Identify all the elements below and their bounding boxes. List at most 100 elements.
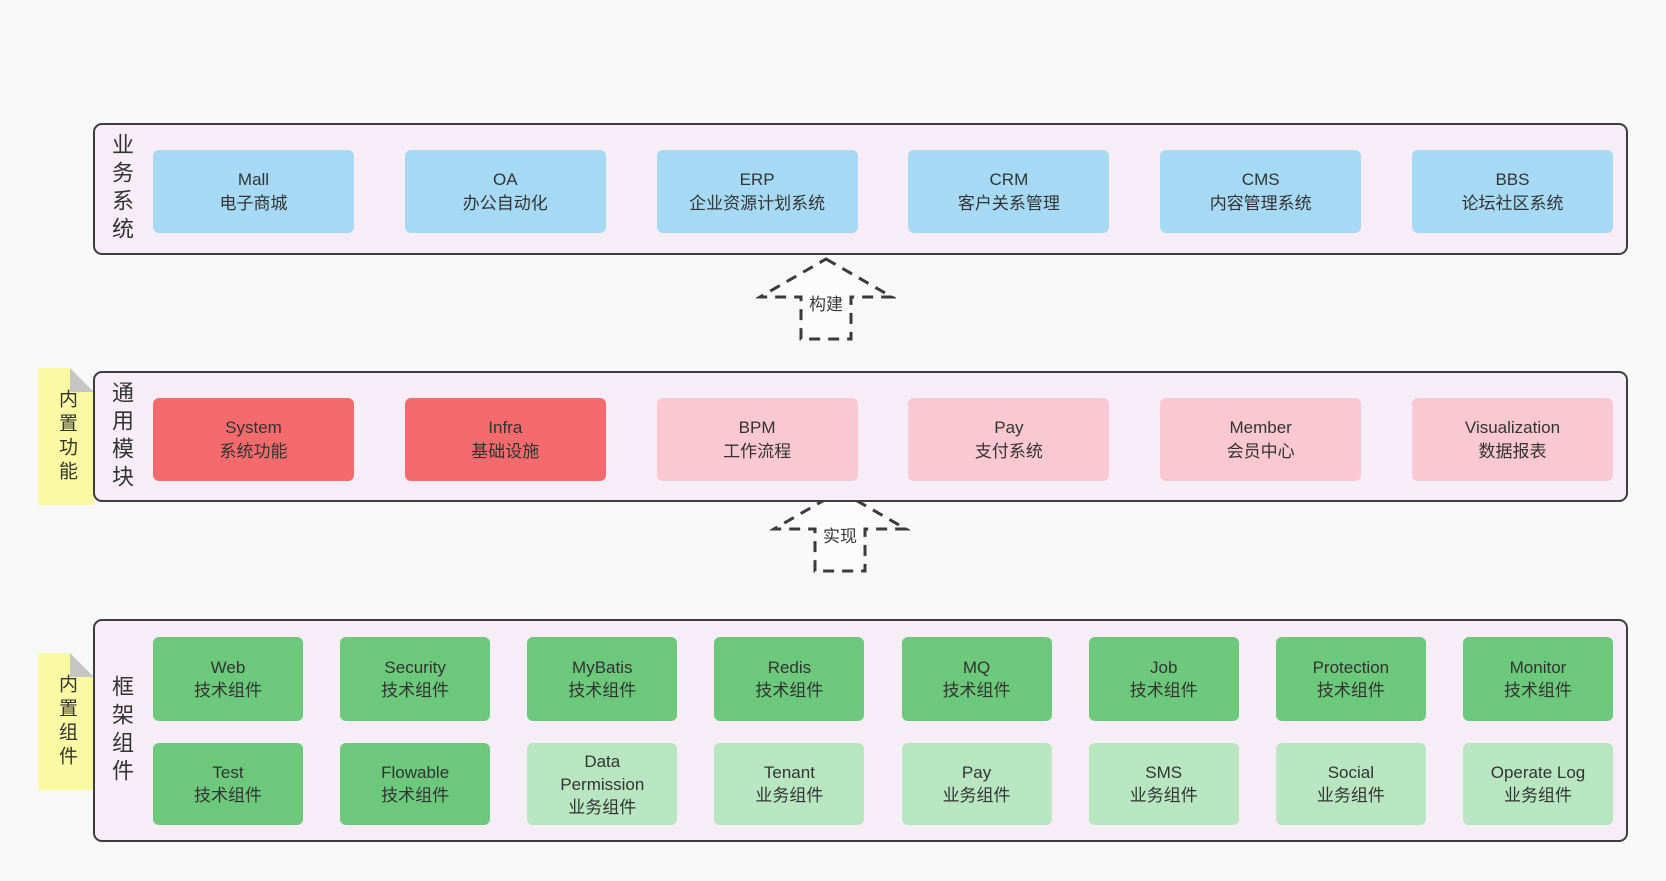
box-subtitle: 内容管理系统 (1209, 193, 1312, 213)
box-subtitle: 业务组件 (1316, 786, 1385, 805)
sticky-tag-built-in-functions: 内置功能 (38, 368, 94, 505)
box-title: Member (1229, 417, 1292, 437)
sticky-tag-built-in-components: 内置组件 (38, 653, 94, 790)
box-title: Flowable (381, 763, 450, 782)
box-protection: Protection 技术组件 (1275, 637, 1426, 721)
build-arrow-label: 构建 (806, 290, 846, 315)
box-subtitle: 基础设施 (471, 441, 540, 461)
folded-corner-icon (70, 653, 94, 677)
box-infra: Infra 基础设施 (404, 398, 606, 481)
box-title: Monitor (1509, 658, 1567, 677)
box-title: OA (493, 169, 518, 189)
box-title: MQ (962, 658, 991, 677)
box-subtitle: 业务组件 (1503, 786, 1572, 805)
panel-body: Mall 电子商城 OA 办公自动化 ERP 企业资源计划系统 CRM 客户关系管理 CMS 内容… (135, 125, 1626, 253)
box-title: Protection (1312, 658, 1390, 677)
box-subtitle: 技术组件 (942, 681, 1011, 700)
box-subtitle: 业务组件 (1129, 786, 1198, 805)
box-subtitle: 技术组件 (1316, 681, 1385, 700)
box-subtitle: 企业资源计划系统 (689, 193, 826, 213)
box-title: Operate Log (1490, 763, 1586, 782)
implement-arrow-label: 实现 (820, 522, 860, 547)
box-subtitle: 技术组件 (381, 681, 450, 700)
box-subtitle: 电子商城 (219, 193, 288, 213)
box-bbs: BBS 论坛社区系统 (1411, 150, 1613, 233)
box-title: Pay (994, 417, 1024, 437)
box-subtitle: 技术组件 (1503, 681, 1572, 700)
box-subtitle: 客户关系管理 (957, 193, 1060, 213)
box-title: BPM (738, 417, 776, 437)
box-sms: SMS 业务组件 (1088, 743, 1239, 825)
box-subtitle: 业务组件 (755, 786, 824, 805)
implement-arrow: 实现 (770, 488, 910, 574)
box-subtitle: 技术组件 (755, 681, 824, 700)
box-web: Web 技术组件 (153, 637, 303, 721)
box-title: ERP (739, 169, 775, 189)
box-crm: CRM 客户关系管理 (908, 150, 1110, 233)
box-mq: MQ 技术组件 (901, 637, 1052, 721)
box-system: System 系统功能 (153, 398, 354, 481)
box-title: BBS (1495, 169, 1530, 189)
box-title: Infra (488, 417, 523, 437)
folded-corner-icon (70, 368, 94, 392)
panel-label-framework-components: 框架组件 (109, 674, 134, 787)
box-subtitle: 办公自动化 (462, 193, 548, 213)
box-title: Job (1149, 658, 1178, 677)
box-erp: ERP 企业资源计划系统 (656, 150, 858, 233)
box-subtitle: 技术组件 (194, 786, 262, 805)
box-tenant: Tenant 业务组件 (714, 743, 865, 825)
box-title: CRM (989, 169, 1029, 189)
box-title: Test (212, 763, 244, 782)
box-title: SMS (1145, 763, 1183, 782)
box-subtitle: 支付系统 (974, 441, 1043, 461)
box-title: CMS (1241, 169, 1280, 189)
box-title: Web (210, 658, 246, 677)
box-title: Social (1327, 763, 1374, 782)
box-title: System (225, 417, 282, 437)
box-oa: OA 办公自动化 (404, 150, 606, 233)
box-subtitle: 论坛社区系统 (1461, 193, 1564, 213)
box-title: MyBatis (572, 658, 633, 677)
build-arrow: 构建 (756, 256, 896, 342)
box-subtitle: 技术组件 (381, 786, 450, 805)
panel-label-common-modules: 通用模块 (109, 380, 134, 493)
box-subtitle: 数据报表 (1478, 441, 1547, 461)
box-flowable: Flowable 技术组件 (340, 743, 491, 825)
business-system-boxes: Mall 电子商城 OA 办公自动化 ERP 企业资源计划系统 CRM 客户关系管理 CMS 内容… (153, 150, 1613, 233)
box-pay: Pay 支付系统 (908, 398, 1110, 481)
box-mybatis: MyBatis 技术组件 (527, 637, 678, 721)
box-subtitle: 技术组件 (194, 681, 262, 700)
box-data-permission: Data Permission 业务组件 (527, 743, 678, 825)
box-subtitle: 系统功能 (219, 441, 288, 461)
box-title: Security (384, 658, 446, 677)
panel-label-business-systems: 业务系统 (109, 133, 134, 245)
sticky-tag-label: 内置功能 (56, 388, 77, 485)
box-pay: Pay 业务组件 (901, 743, 1052, 825)
box-subtitle: 业务组件 (942, 786, 1011, 805)
box-title: Tenant (763, 763, 815, 782)
box-operate-log: Operate Log 业务组件 (1462, 743, 1613, 825)
box-subtitle: 技术组件 (1129, 681, 1198, 700)
box-monitor: Monitor 技术组件 (1462, 637, 1613, 721)
box-subtitle: 技术组件 (568, 681, 637, 700)
box-security: Security 技术组件 (340, 637, 491, 721)
box-title: Pay (961, 763, 992, 782)
box-title: Data Permission (560, 751, 645, 794)
box-mall: Mall 电子商城 (153, 150, 354, 233)
box-title: Mall (237, 169, 270, 189)
box-cms: CMS 内容管理系统 (1160, 150, 1362, 233)
box-test: Test 技术组件 (153, 743, 303, 825)
box-subtitle: 业务组件 (568, 797, 637, 817)
